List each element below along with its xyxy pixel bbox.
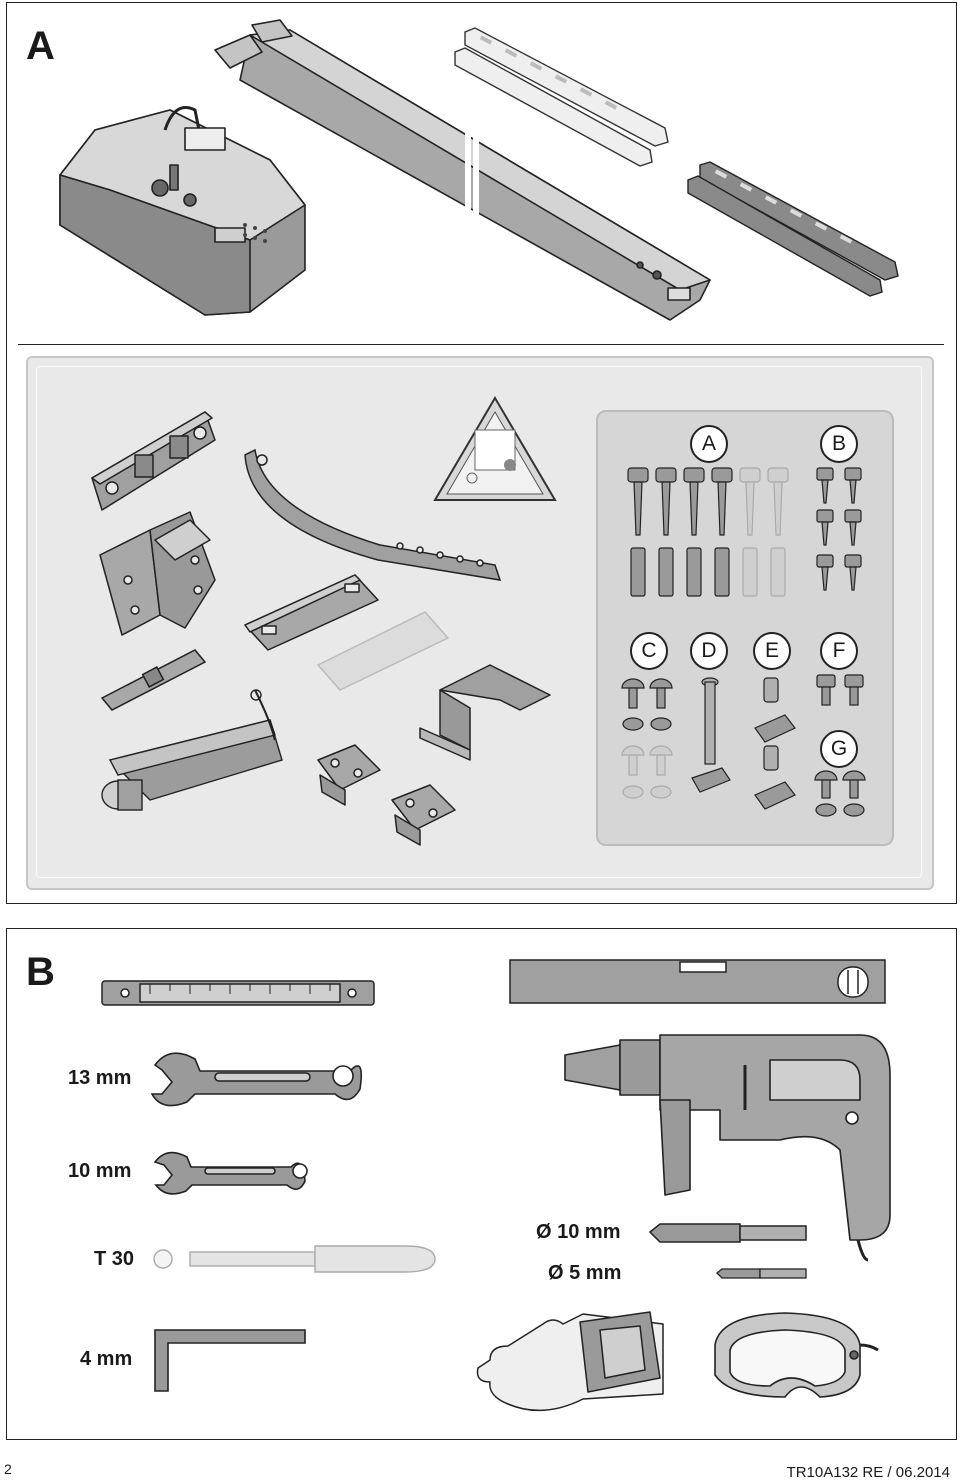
page-number: 2 — [4, 1461, 12, 1477]
bolts-c-illustration — [621, 678, 673, 799]
drill-illustration — [564, 1034, 891, 1262]
accessory-parts — [91, 396, 557, 846]
fastener-bag — [596, 410, 894, 846]
emergency-release-illustration — [101, 689, 283, 811]
document-code: TR10A132 RE / 06.2014 — [786, 1464, 950, 1481]
panel-a-divider — [18, 344, 944, 345]
clamp-pair-illustration — [317, 744, 456, 846]
door-arm-illustration — [244, 448, 502, 581]
light-brackets-illustration — [454, 27, 669, 167]
screws-f-illustration — [816, 674, 864, 706]
hex-key-label: 4 mm — [80, 1348, 133, 1370]
drill-bit-5-label: Ø 5 mm — [548, 1262, 622, 1284]
drill-bit-10-label: Ø 10 mm — [536, 1221, 621, 1243]
wrench-10-label: 10 mm — [68, 1160, 132, 1182]
motor-unit-illustration — [59, 106, 306, 316]
link-plate-illustration — [100, 649, 207, 711]
carriage-plate-illustration — [244, 574, 449, 691]
u-bracket-illustration — [419, 664, 551, 761]
safety-goggles-illustration — [714, 1312, 879, 1398]
panel-b-letter: B — [26, 950, 55, 994]
hardware-label-a: A — [690, 425, 728, 463]
torx-screwdriver-illustration — [153, 1245, 436, 1273]
hardware-label-g: G — [820, 730, 858, 768]
hex-key-illustration — [154, 1329, 306, 1392]
screws-a-illustration — [627, 467, 789, 597]
spirit-level-illustration — [509, 959, 886, 1004]
hardware-label-b: B — [820, 425, 858, 463]
hardware-label-c: C — [630, 632, 668, 670]
ruler-illustration — [101, 980, 375, 1006]
clips-e-illustration — [754, 677, 796, 810]
dark-brackets-illustration — [687, 161, 899, 297]
accessory-bag-seal — [36, 366, 922, 878]
torx-label: T 30 — [94, 1248, 135, 1270]
fastener-parts — [621, 467, 866, 817]
hardware-label-f: F — [820, 632, 858, 670]
screws-b-illustration — [816, 467, 862, 591]
gloves-illustration — [476, 1311, 664, 1412]
lintel-bracket-illustration — [91, 411, 216, 511]
warning-label-illustration — [433, 396, 557, 501]
hardware-label-d: D — [690, 632, 728, 670]
hardware-label-e: E — [753, 632, 791, 670]
drill-bit-5-illustration — [716, 1268, 807, 1279]
wrench-13-illustration — [150, 1052, 363, 1107]
angle-bracket-pair-illustration — [99, 511, 216, 636]
drill-bit-10-illustration — [648, 1223, 807, 1243]
pin-d-illustration — [691, 677, 731, 793]
rail-illustration — [214, 19, 711, 321]
panel-a-letter: A — [26, 24, 55, 68]
panel-a-main-components — [59, 19, 899, 321]
wrench-13-label: 13 mm — [68, 1067, 132, 1089]
wrench-10-illustration — [153, 1151, 308, 1195]
bolts-g-illustration — [814, 770, 866, 817]
